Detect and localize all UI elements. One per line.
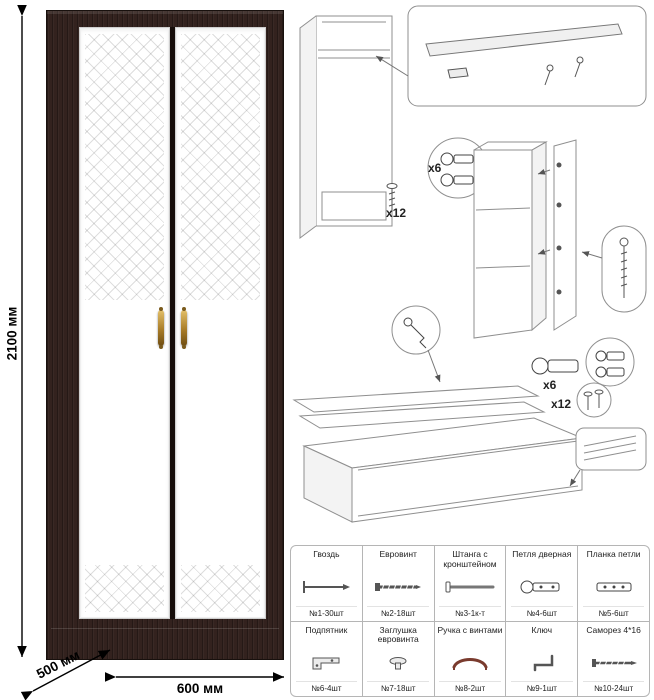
door-left-diamond-pattern-top: [85, 34, 164, 300]
part-qty: №2-18шт: [367, 605, 429, 618]
part-qty: №4-6шт: [511, 605, 573, 618]
bottom-hinges-count: x6: [543, 378, 557, 392]
part-qty: №6-4шт: [295, 681, 358, 693]
part-name: Петля дверная: [512, 549, 572, 559]
key-icon: [533, 654, 554, 671]
part-name: Ручка с винтами: [437, 624, 503, 635]
plank-pack-callout: [569, 427, 647, 487]
door-right-diamond-pattern-top: [181, 34, 260, 300]
width-dimension-label: 600 мм: [176, 681, 224, 696]
top-hinges-count: x6: [428, 161, 442, 175]
wardrobe-illustration: [46, 10, 284, 660]
part-cell-handle: Ручка с винтами №8-2шт: [434, 621, 506, 696]
part-cell-nail: Гвоздь №1-30шт: [291, 546, 362, 621]
part-qty: №9-1шт: [511, 681, 573, 693]
hinge-callout-bottom: [531, 337, 635, 418]
wardrobe-doors: [79, 27, 266, 619]
door-right: [175, 27, 266, 619]
part-qty: №5-6шт: [582, 605, 645, 618]
part-qty: №10-24шт: [582, 681, 645, 693]
door-panel-detail: [537, 139, 577, 331]
part-cell-hinge-plate: Планка петли №5-6шт: [578, 546, 649, 621]
part-name: Ключ: [531, 624, 553, 635]
part-qty: №3-1к-т: [439, 605, 501, 618]
handle-icon: [452, 657, 488, 670]
parts-table: Гвоздь №1-30шт Евровинт №2-18шт: [290, 545, 650, 697]
part-name: Подпятник: [305, 624, 348, 635]
part-qty: №8-2шт: [439, 681, 501, 693]
rail-callout: [375, 5, 647, 107]
hinge-plate-icon: [596, 582, 632, 592]
part-name: Гвоздь: [313, 549, 340, 559]
door-right-handle: [181, 307, 187, 349]
part-name: Заглушка евровинта: [377, 624, 419, 645]
assembly-diagram: [292, 5, 647, 523]
door-right-diamond-pattern-bottom: [181, 564, 260, 612]
part-cell-selftap: Саморез 4*16 №10-24шт: [578, 621, 649, 696]
plinth-line: [51, 628, 279, 629]
part-qty: №1-30шт: [295, 605, 358, 618]
door-left: [79, 27, 170, 619]
selftap-screw-icon: [591, 658, 637, 667]
part-qty: №7-18шт: [367, 681, 429, 693]
hinge-icon: [520, 580, 560, 594]
height-dimension-label: 2100 мм: [4, 306, 20, 361]
key-callout: [391, 305, 441, 383]
door-left-handle: [158, 307, 164, 349]
nail-icon: [303, 581, 351, 594]
part-name: Саморез 4*16: [586, 624, 641, 635]
part-cell-rod: Штанга с кронштейном №3-1к-т: [434, 546, 506, 621]
screw-cap-icon: [389, 656, 407, 670]
part-name: Евровинт: [379, 549, 417, 559]
part-name: Штанга с кронштейном: [443, 549, 497, 569]
bottom-screws-count: x12: [551, 397, 572, 411]
part-cell-hinge: Петля дверная №4-6шт: [506, 546, 578, 621]
carcass-middle: [473, 141, 548, 339]
euroscrew-callout: [581, 225, 647, 313]
package-diagram: [292, 385, 584, 523]
foot-bracket-icon: [312, 657, 340, 670]
door-left-diamond-pattern-bottom: [85, 564, 164, 612]
rail-screws-count: x12: [386, 206, 407, 220]
carcass-open-box: [299, 15, 393, 239]
rod-icon: [445, 581, 495, 593]
part-cell-euroscrew: Евровинт №2-18шт: [362, 546, 434, 621]
screw-x12-detail: [386, 183, 398, 212]
euroscrew-icon: [375, 583, 422, 592]
hinge-callout-top: [427, 137, 489, 199]
part-cell-key: Ключ №9-1шт: [506, 621, 578, 696]
part-cell-foot: Подпятник №6-4шт: [291, 621, 362, 696]
part-name: Планка петли: [586, 549, 641, 559]
part-cell-cap: Заглушка евровинта №7-18шт: [362, 621, 434, 696]
